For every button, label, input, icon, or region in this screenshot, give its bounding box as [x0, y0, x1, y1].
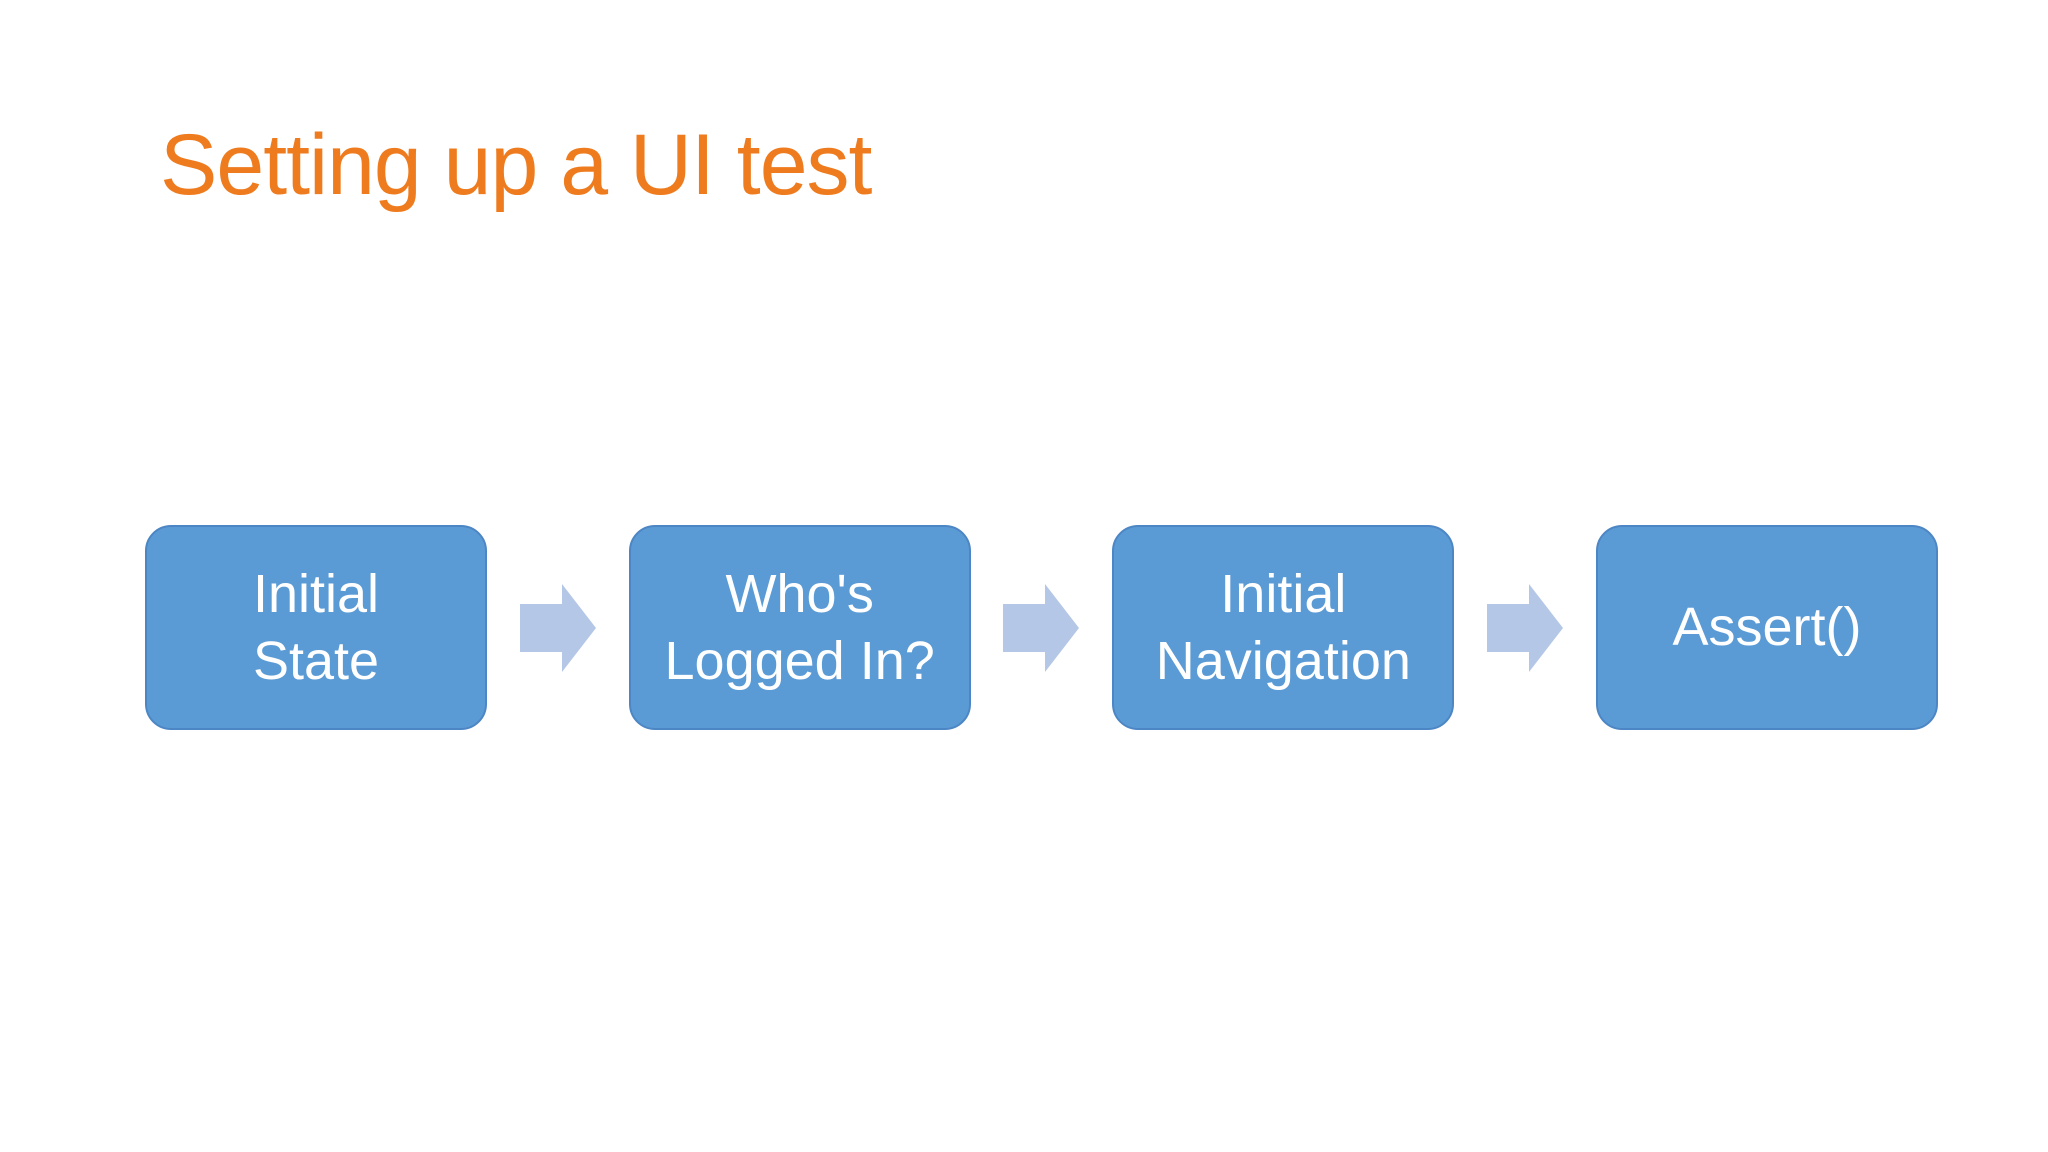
step-label-line: Initial [252, 563, 380, 624]
step-label-line: Logged In? [664, 630, 935, 691]
step-label-line: State [252, 630, 380, 691]
process-step-whos-logged-in: Who's Logged In? [628, 525, 971, 730]
process-flow-diagram: Initial State Who's Logged In? Initial N… [145, 525, 1938, 730]
process-step-assert: Assert() [1595, 525, 1938, 730]
right-arrow-icon [1487, 583, 1564, 672]
slide-title: Setting up a UI test [160, 117, 872, 213]
step-label-line: Initial [1220, 563, 1347, 624]
right-arrow-icon [1003, 583, 1080, 672]
process-step-initial-navigation: Initial Navigation [1112, 525, 1455, 730]
right-arrow-icon [519, 583, 596, 672]
step-label-line: Navigation [1155, 630, 1411, 691]
process-step-initial-state: Initial State [145, 525, 487, 730]
step-label-line: Assert() [1672, 597, 1862, 657]
step-label-line: Who's [725, 563, 874, 624]
